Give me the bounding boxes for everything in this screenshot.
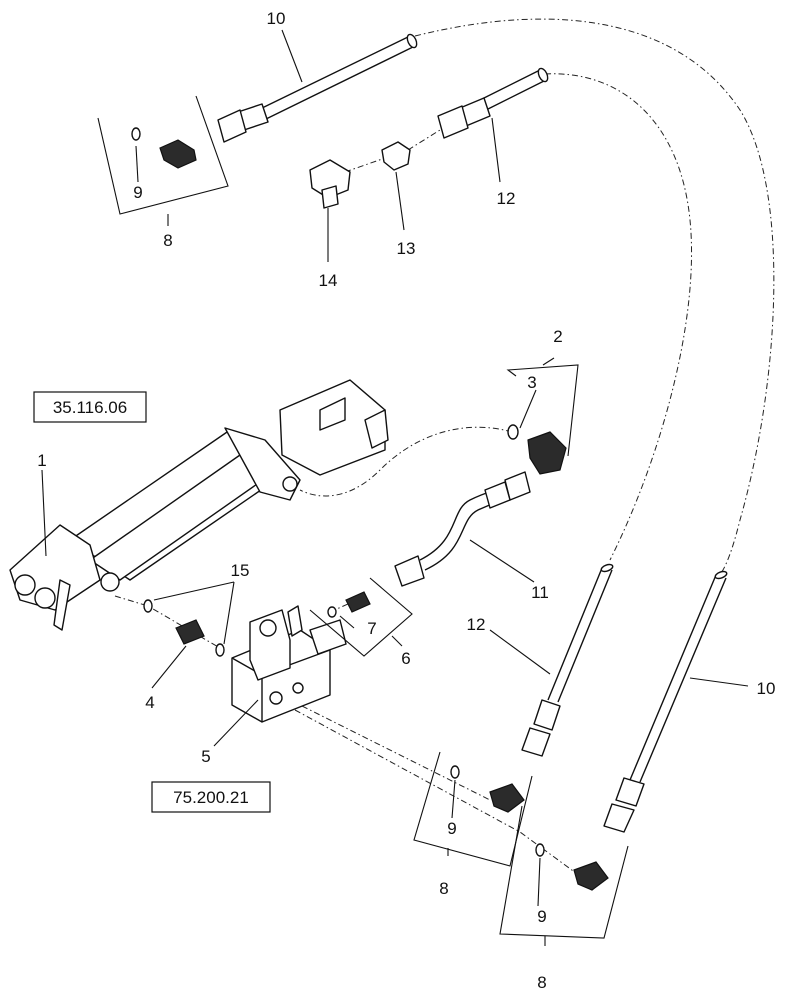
callout-10-top: 10 xyxy=(267,9,286,28)
callout-7: 7 xyxy=(367,619,376,638)
callout-numbers: 10 9 8 12 13 14 2 3 1 15 11 7 12 6 4 10 … xyxy=(37,9,775,992)
hose-12-lower xyxy=(521,563,614,757)
reference-box-valve[interactable]: 75.200.21 xyxy=(151,781,271,813)
reference-box-cylinder[interactable]: 35.116.06 xyxy=(33,391,147,423)
callout-9-bottom: 9 xyxy=(537,907,546,926)
reference-valve-label[interactable]: 75.200.21 xyxy=(173,788,249,807)
callout-2: 2 xyxy=(553,327,562,346)
callout-8-mid: 8 xyxy=(439,879,448,898)
leader-lines xyxy=(41,29,749,907)
hydraulic-cylinder xyxy=(9,379,389,631)
callout-8-bottom: 8 xyxy=(537,973,546,992)
hose-12-top xyxy=(437,67,549,139)
callout-4: 4 xyxy=(145,693,154,712)
valve-block xyxy=(231,605,347,723)
callout-5: 5 xyxy=(201,747,210,766)
mid-fittings xyxy=(143,424,567,657)
callout-8-top: 8 xyxy=(163,231,172,250)
callout-9-top: 9 xyxy=(133,183,142,202)
callout-11: 11 xyxy=(531,583,549,602)
lower-fittings xyxy=(450,765,609,891)
callout-12-mid: 12 xyxy=(467,615,486,634)
callout-1: 1 xyxy=(37,451,46,470)
top-fittings xyxy=(131,127,411,209)
bracket-lines xyxy=(97,95,629,946)
callout-9-mid: 9 xyxy=(447,819,456,838)
hose-10-top xyxy=(217,33,418,143)
callout-6: 6 xyxy=(401,649,410,668)
hose-11 xyxy=(394,471,531,587)
callout-12-top: 12 xyxy=(497,189,516,208)
callout-13: 13 xyxy=(397,239,416,258)
callout-14: 14 xyxy=(319,271,338,290)
hose-10-lower xyxy=(603,570,728,833)
reference-cylinder-label[interactable]: 35.116.06 xyxy=(53,398,127,417)
callout-15: 15 xyxy=(231,561,250,580)
callout-10-right: 10 xyxy=(757,679,776,698)
callout-3: 3 xyxy=(527,373,536,392)
